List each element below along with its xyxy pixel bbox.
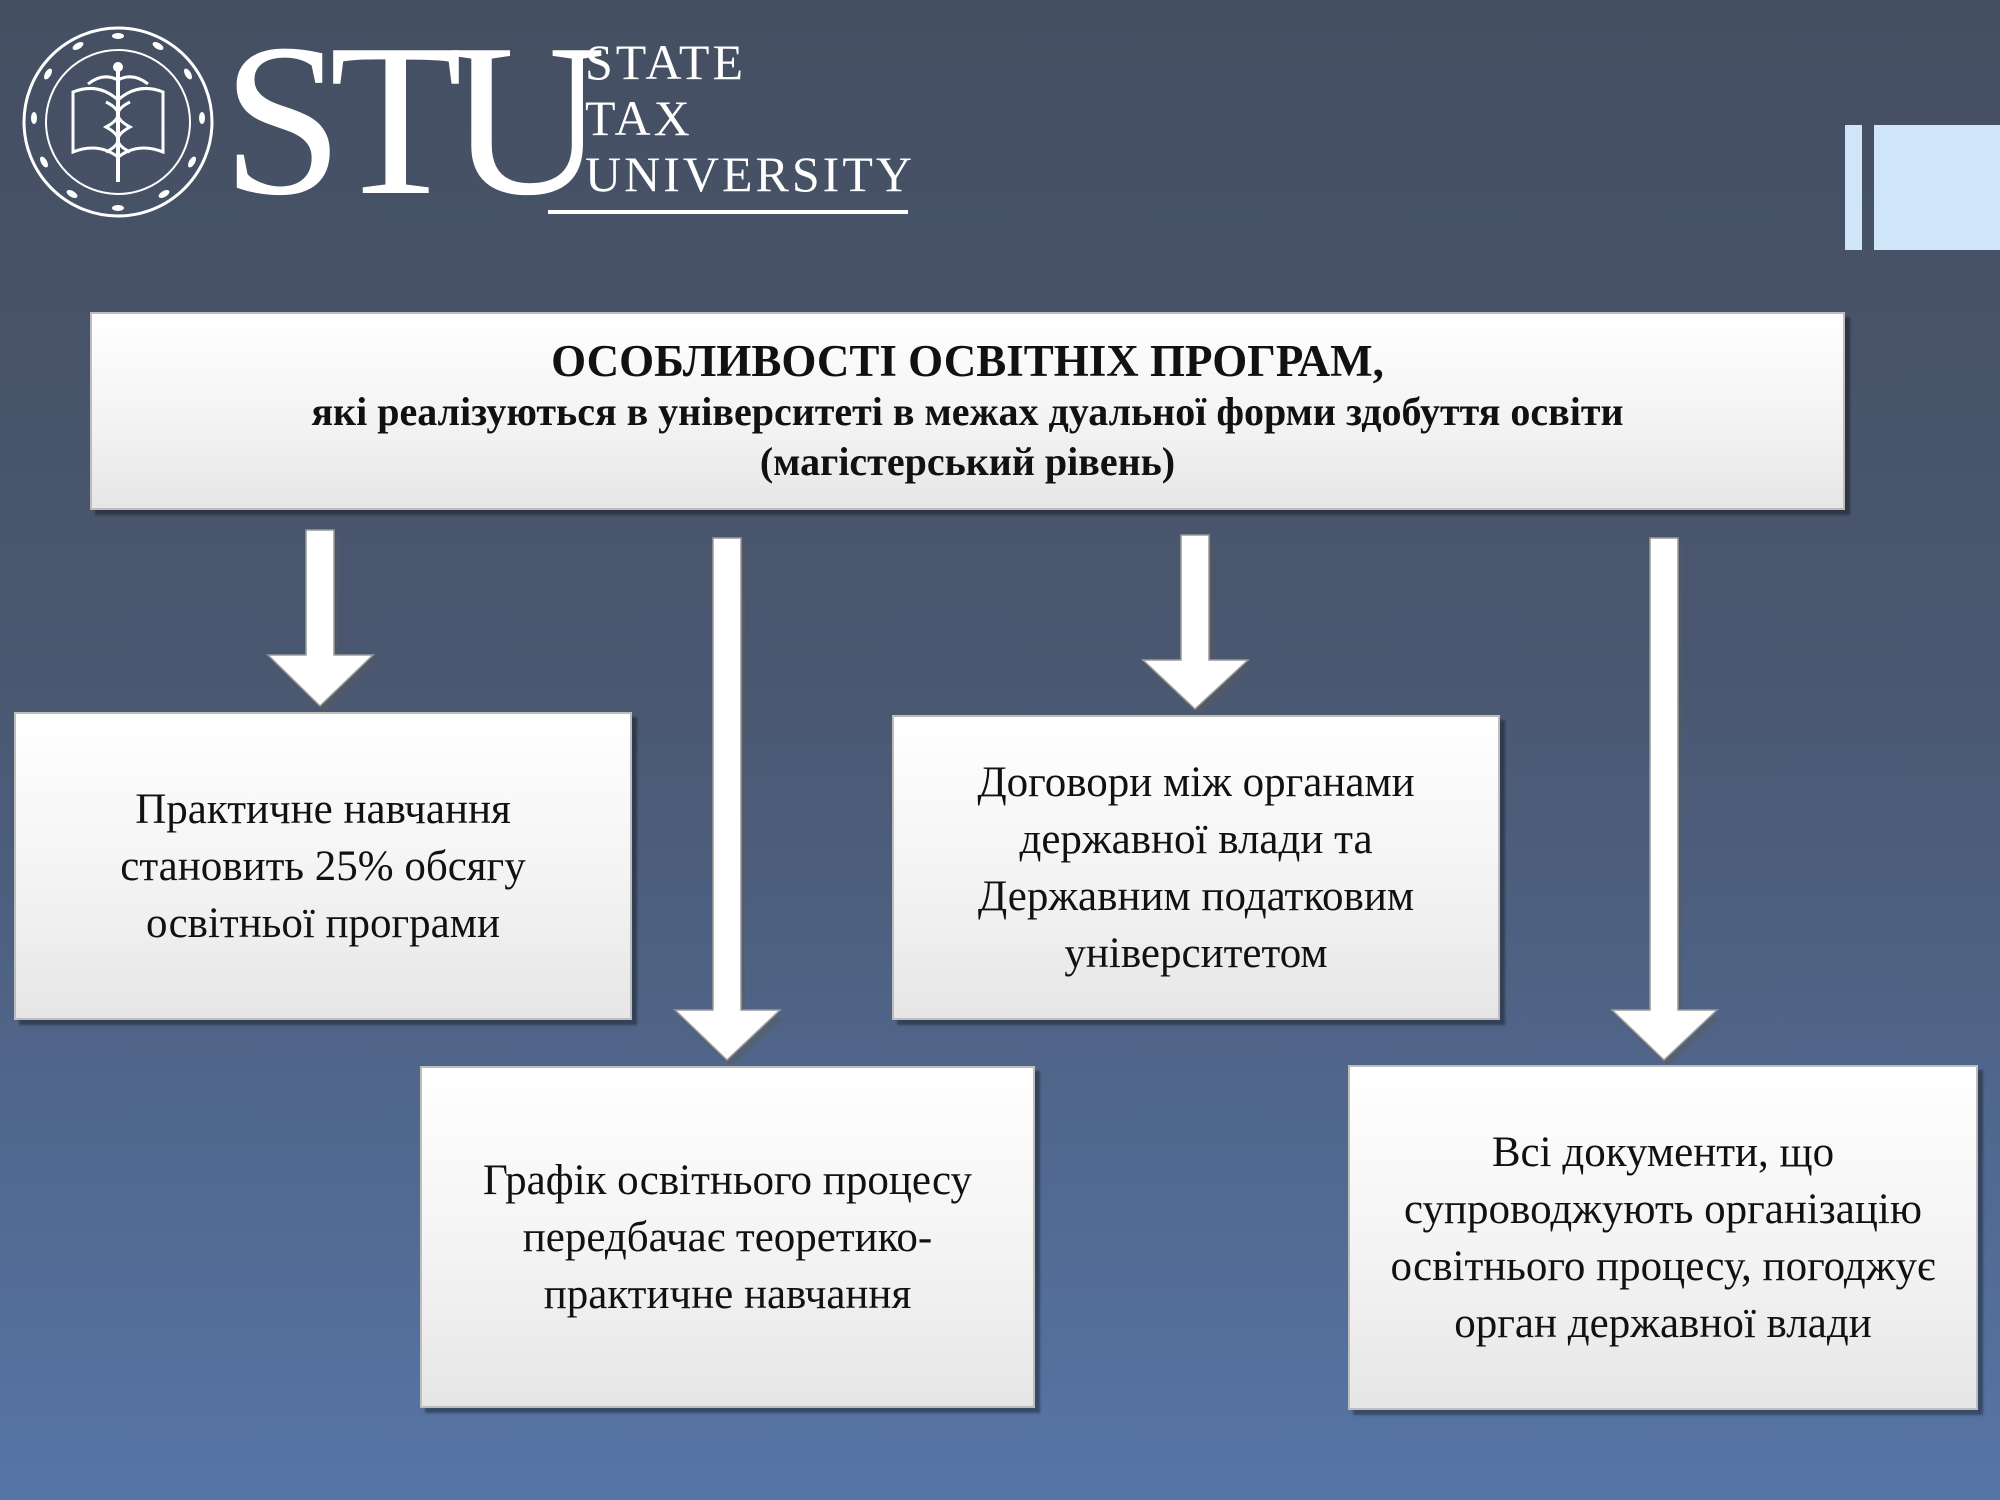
decorative-bar-thin [1845,125,1862,250]
university-emblem-icon [22,26,214,218]
logo-word: STATE [585,34,746,90]
feature-box-schedule: Графік освітнього процесу передбачає тео… [420,1066,1035,1408]
feature-box-practical-training: Практичне навчання становить 25% обсягу … [14,712,632,1020]
feature-text-line: освітнього процесу, погоджує [1390,1242,1936,1290]
arrow-down-4 [1610,537,1721,1066]
logo-letters: STU [222,0,606,241]
feature-text-line: державної влади та [1019,815,1373,863]
arrow-down-1 [266,529,377,712]
header-title: ОСОБЛИВОСТІ ОСВІТНІХ ПРОГРАМ, [551,336,1384,386]
feature-text-line: орган державної влади [1454,1299,1872,1347]
feature-box-agreements: Договори між органами державної влади та… [892,715,1500,1020]
arrow-down-2 [673,537,784,1066]
header-level: (магістерський рівень) [759,439,1176,484]
feature-text-line: Державним податковим [977,872,1415,920]
feature-text-line: становить 25% обсягу [120,842,526,890]
header-box: ОСОБЛИВОСТІ ОСВІТНІХ ПРОГРАМ, які реаліз… [90,312,1845,510]
feature-text-line: освітньої програми [146,899,500,947]
feature-text-line: супроводжують організацію [1404,1185,1922,1233]
feature-text-line: університетом [1064,929,1328,977]
feature-text-line: Практичне навчання [135,785,511,833]
feature-text-line: передбачає теоретико- [522,1213,933,1261]
arrow-down-3 [1141,534,1252,715]
logo-word: TAX [585,90,693,146]
decorative-bar-wide [1874,125,2000,250]
feature-text-line: Графік освітнього процесу [482,1156,973,1204]
feature-text-line: Всі документи, що [1491,1128,1835,1176]
logo-wordmark: STATE TAX UNIVERSITY [585,34,915,202]
logo-underline [548,210,908,214]
logo-word: UNIVERSITY [585,146,915,202]
feature-text-line: Договори між органами [977,758,1415,806]
header-subtitle: які реалізуються в університеті в межах … [311,389,1624,434]
feature-text-line: практичне навчання [543,1270,912,1318]
feature-box-documents: Всі документи, що супроводжують організа… [1348,1065,1978,1410]
